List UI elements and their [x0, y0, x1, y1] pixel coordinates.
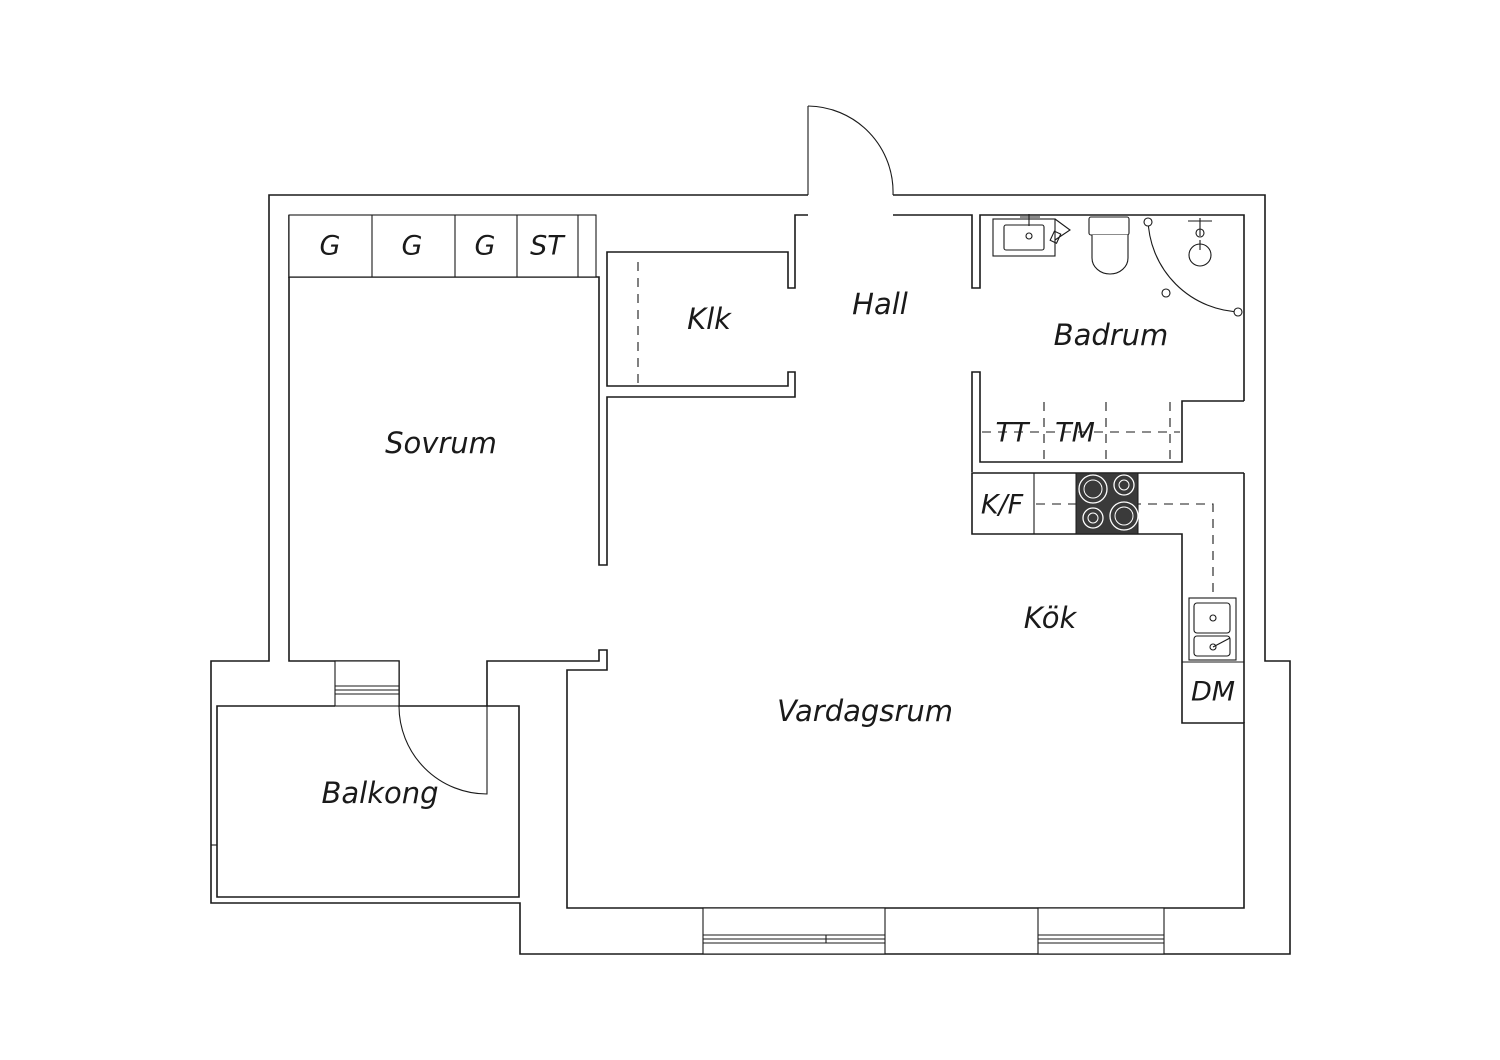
wardrobe-label: G	[475, 231, 496, 262]
outer-walls	[210, 194, 1291, 955]
room-label-badrum: Badrum	[1054, 318, 1169, 352]
entry-door	[807, 105, 894, 196]
kitchen-counter	[1033, 473, 1244, 663]
kitchen-sink	[1188, 597, 1237, 661]
wardrobe-label: ST	[530, 231, 566, 262]
living-window-left	[702, 907, 886, 955]
wardrobe-label: G	[402, 231, 423, 262]
appliance-label-tumble-dryer: TT	[996, 418, 1031, 449]
living-window-right	[1037, 907, 1165, 955]
stove	[1075, 472, 1139, 535]
room-label-klk: Klk	[687, 302, 732, 336]
appliance-label-fridge-freezer: K/F	[981, 490, 1024, 521]
room-label-hall: Hall	[852, 287, 908, 321]
room-label-kok: Kök	[1024, 601, 1078, 635]
bathroom-sink	[992, 214, 1071, 257]
room-label-sovrum: Sovrum	[385, 426, 497, 460]
room-label-vardagsrum: Vardagsrum	[777, 694, 953, 728]
appliance-label-washer: TM	[1055, 418, 1095, 449]
toilet	[1088, 216, 1130, 275]
balcony-door	[398, 705, 488, 795]
appliance-label-dishwasher: DM	[1191, 677, 1235, 708]
wardrobe-label: G	[320, 231, 341, 262]
wardrobe-row: G G G ST	[288, 214, 597, 278]
shower	[1143, 217, 1243, 317]
room-label-balkong: Balkong	[321, 776, 438, 810]
bedroom-window	[334, 660, 400, 707]
